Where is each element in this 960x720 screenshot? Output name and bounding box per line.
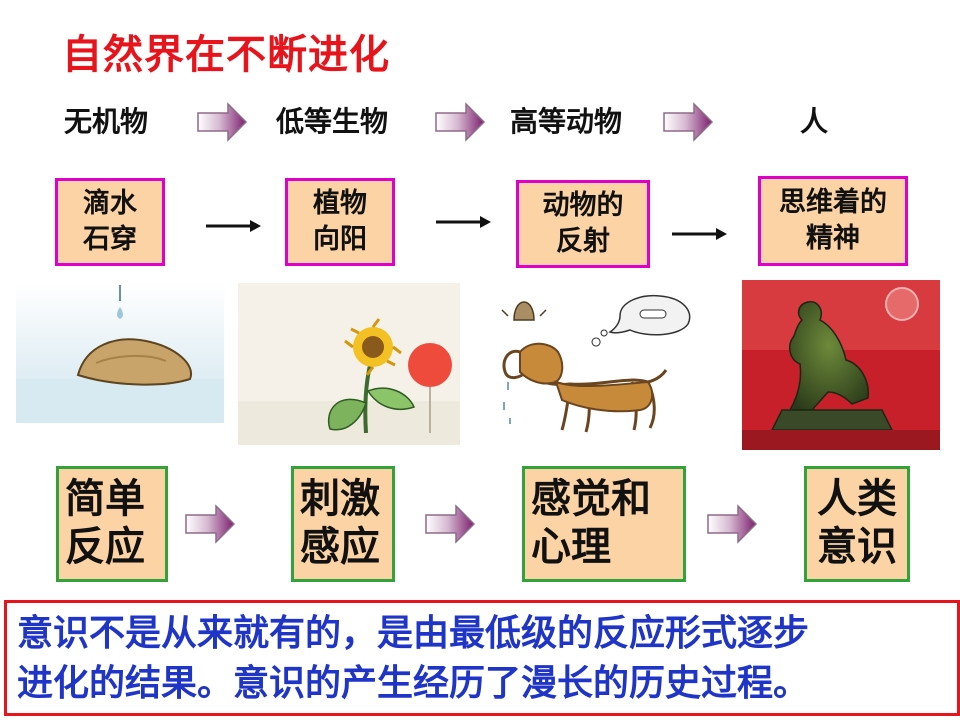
- line-arrow-icon: [670, 226, 728, 242]
- stage-lower-organisms: 低等生物: [276, 100, 388, 140]
- stage-human: 人: [800, 100, 828, 140]
- example-box-thinking-spirit: 思维着的 精神: [758, 176, 908, 266]
- example-box-dripping-water: 滴水 石穿: [55, 178, 165, 266]
- stage-inorganic: 无机物: [64, 100, 148, 140]
- stage-higher-animals: 高等动物: [510, 100, 622, 140]
- gradient-arrow-icon: [662, 102, 714, 142]
- example-box-animal-reflex: 动物的 反射: [516, 180, 650, 268]
- gradient-arrow-icon: [184, 504, 236, 544]
- line-arrow-icon: [204, 218, 262, 234]
- gradient-arrow-icon: [706, 504, 758, 544]
- example-box-plant-sun: 植物 向阳: [285, 178, 395, 266]
- response-box-simple: 简单 反应: [56, 466, 168, 582]
- thinker-statue-image: [742, 280, 940, 450]
- dripping-water-stone-image: [16, 283, 224, 423]
- gradient-arrow-icon: [196, 102, 248, 142]
- sunflower-image: [238, 283, 460, 445]
- dog-reflex-image: [480, 290, 702, 448]
- line-arrow-icon: [434, 214, 492, 230]
- gradient-arrow-icon: [424, 504, 476, 544]
- conclusion-text: 意识不是从来就有的，是由最低级的反应形式逐步 进化的结果。意识的产生经历了漫长的…: [4, 600, 960, 716]
- gradient-arrow-icon: [434, 102, 486, 142]
- response-box-stimulus: 刺激 感应: [291, 466, 395, 582]
- response-box-human-consciousness: 人类 意识: [804, 466, 910, 582]
- response-box-sensation: 感觉和 心理: [522, 466, 686, 582]
- page-title: 自然界在不断进化: [62, 22, 390, 80]
